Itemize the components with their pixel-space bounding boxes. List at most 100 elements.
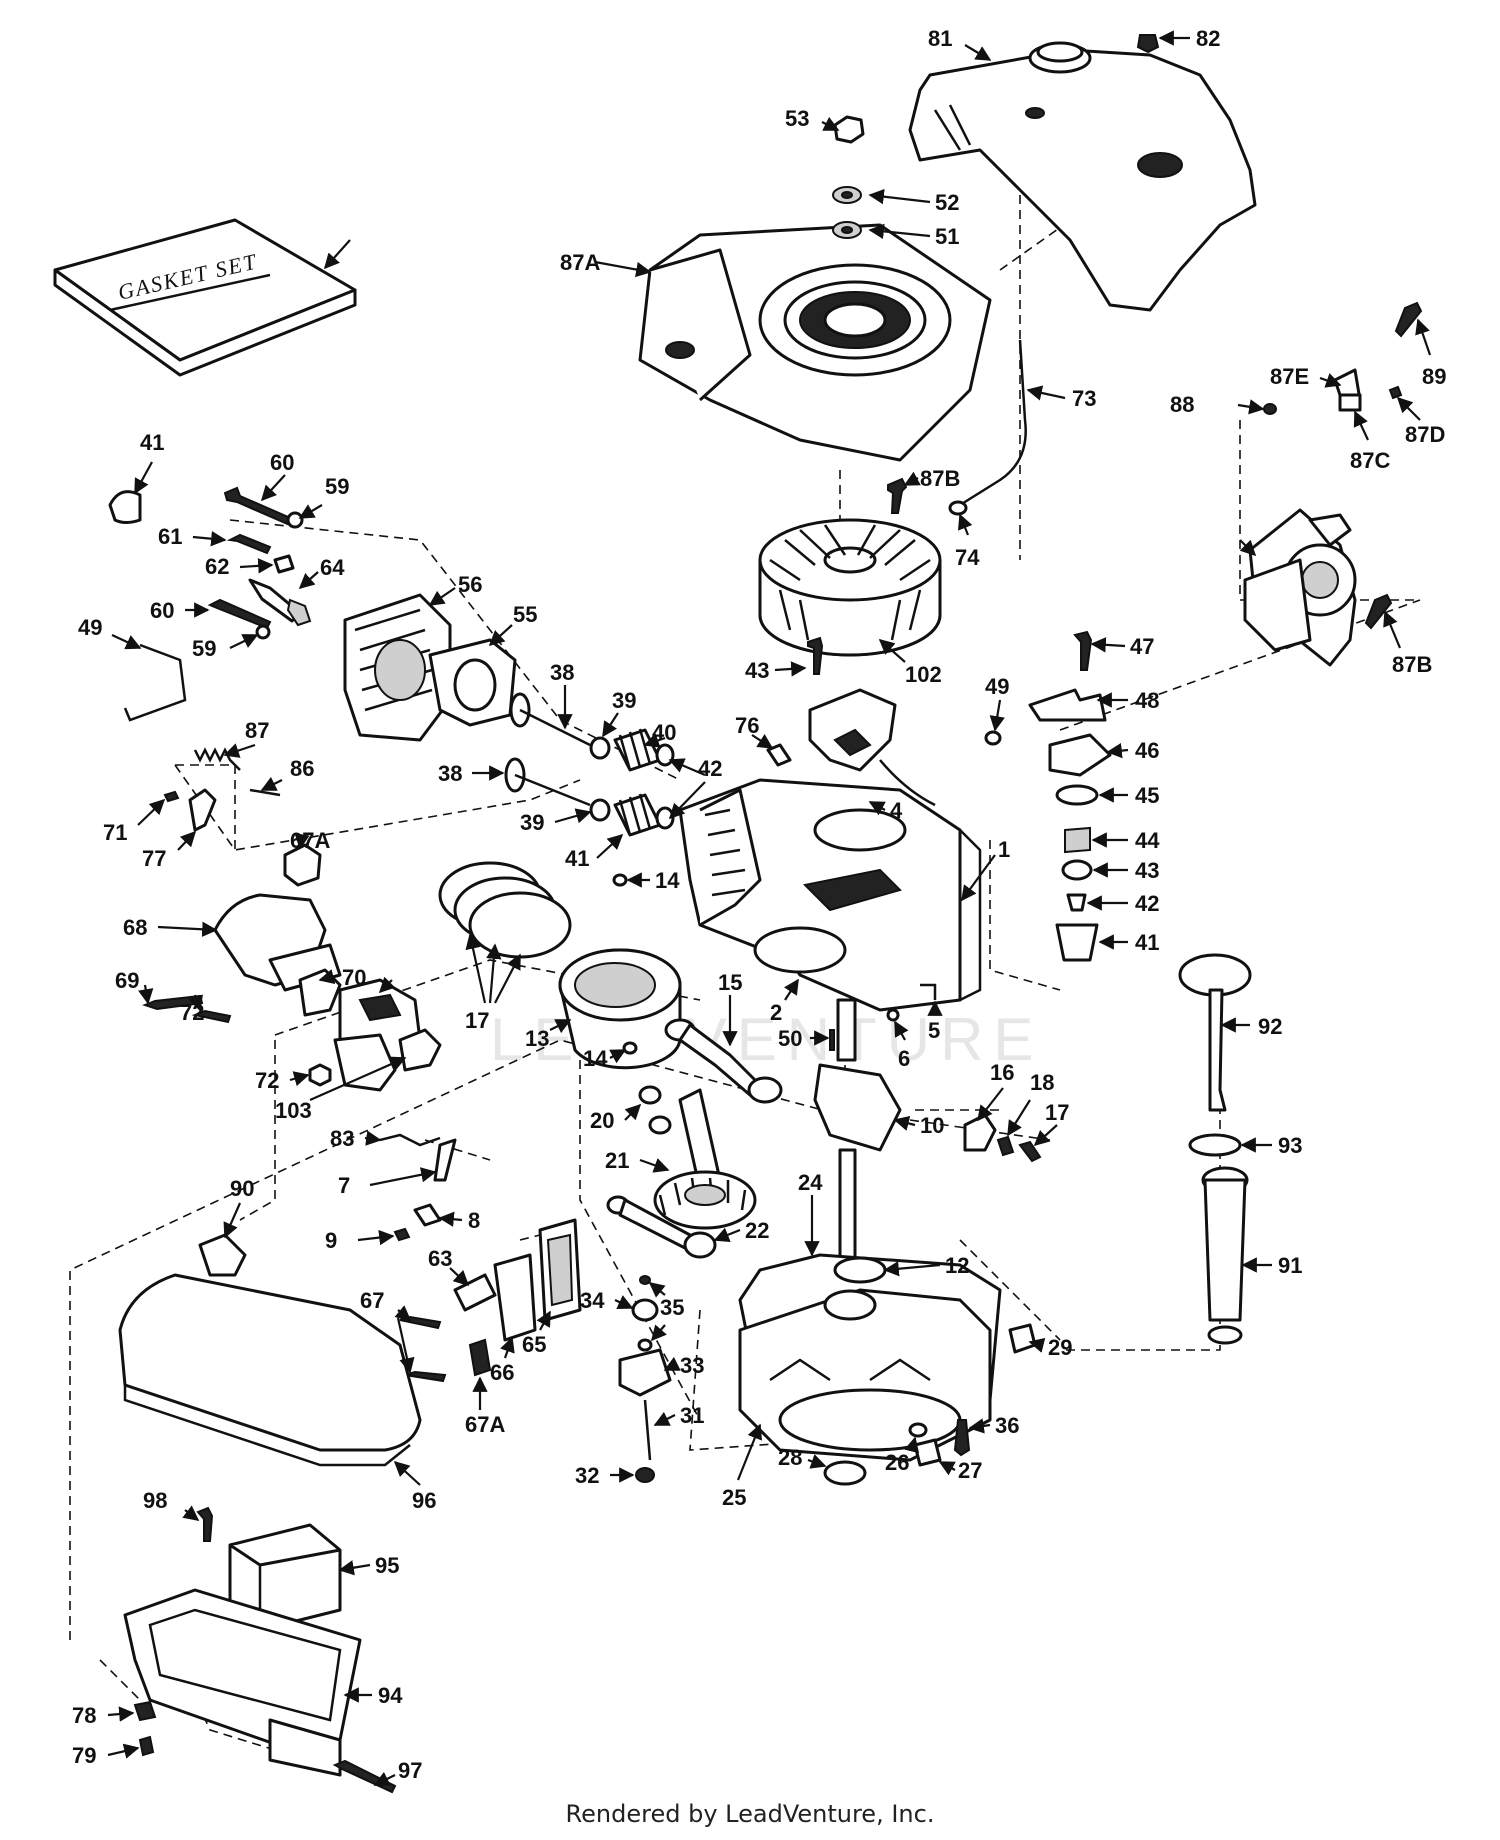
callout-60a: 60 xyxy=(270,450,294,475)
screw-72b xyxy=(191,1009,232,1024)
clip-51 xyxy=(984,730,1002,746)
callout-37: 38 xyxy=(438,761,462,786)
rod-cap xyxy=(963,1113,997,1152)
callout-29: 29 xyxy=(1048,1335,1072,1360)
callout-88: 90 xyxy=(230,1176,254,1201)
callout-14a: 14 xyxy=(655,868,680,893)
callout-36: 38 xyxy=(550,660,574,685)
air-cleaner-cover xyxy=(118,1273,422,1467)
callout-79: 79 xyxy=(72,1743,96,1768)
link-82 xyxy=(249,788,281,797)
nut-78 xyxy=(133,1700,157,1722)
callout-69: 68 xyxy=(123,915,147,940)
callout-87D: 88 xyxy=(1170,392,1194,417)
callout-52: 49 xyxy=(78,615,102,640)
callout-50: 48 xyxy=(1135,688,1159,713)
callout-94: 96 xyxy=(412,1488,436,1513)
fuel-tank-cover xyxy=(908,41,1257,312)
callout-83: 87 xyxy=(245,718,269,743)
callout-97: 103 xyxy=(275,1098,312,1123)
callout-90: 92 xyxy=(1258,1014,1282,1039)
callout-49: 47 xyxy=(1130,634,1154,659)
callout-17: 17 xyxy=(1045,1100,1069,1125)
ignition-module xyxy=(807,636,936,807)
callout-40: 42 xyxy=(698,756,722,781)
callout-9: 9 xyxy=(325,1228,337,1253)
callout-28: 28 xyxy=(778,1445,802,1470)
callout-71: 70 xyxy=(342,965,366,990)
footer-credit: Rendered by LeadVenture, Inc. xyxy=(565,1800,935,1828)
washer-45 xyxy=(1061,859,1093,881)
bolt-35 xyxy=(953,1419,971,1457)
callout-60b: 60 xyxy=(150,598,174,623)
screw-95 xyxy=(332,1759,397,1794)
callout-81: 83 xyxy=(330,1126,354,1151)
callout-67: 67 xyxy=(360,1288,384,1313)
callout-61: 61 xyxy=(158,524,182,549)
head-bolts xyxy=(207,486,312,640)
callout-35: 36 xyxy=(995,1413,1019,1438)
callout-59b: 59 xyxy=(192,636,216,661)
oil-fill-tube xyxy=(1201,1166,1249,1345)
callout-48: 46 xyxy=(1135,738,1159,763)
callout-87C: 87E xyxy=(1270,364,1309,389)
filter-46 xyxy=(1064,826,1091,854)
callout-55: 52 xyxy=(935,190,959,215)
callout-68: 67A xyxy=(290,828,330,853)
callout-43: 41 xyxy=(1135,930,1159,955)
callout-24: 24 xyxy=(798,1170,823,1195)
callout-18: 18 xyxy=(1030,1070,1054,1095)
callout-44: 42 xyxy=(1135,891,1159,916)
screw-87b xyxy=(1388,385,1403,400)
gasket-97 xyxy=(398,1028,442,1072)
callout-22: 22 xyxy=(745,1218,769,1243)
throttle-lever xyxy=(188,788,217,832)
screw-79 xyxy=(138,1735,155,1757)
callout-65: 65 xyxy=(522,1332,546,1357)
gasket-48 xyxy=(1048,733,1112,777)
callout-87: 87B xyxy=(1392,652,1432,677)
callout-92: 94 xyxy=(378,1683,403,1708)
governor-gear xyxy=(618,1275,672,1483)
callout-15: 17 xyxy=(465,1008,489,1033)
callout-99: 82 xyxy=(1196,26,1220,51)
gasket-47 xyxy=(1055,784,1099,806)
bolt-17 xyxy=(1018,1140,1042,1163)
timing-link xyxy=(606,1195,717,1259)
callout-10: 10 xyxy=(920,1113,944,1138)
callout-42: 41 xyxy=(140,430,164,455)
callout-77: 77 xyxy=(142,846,166,871)
callout-100: 102 xyxy=(905,662,942,687)
valves xyxy=(504,692,591,807)
oil-seal-12 xyxy=(833,1256,887,1284)
callout-27: 27 xyxy=(958,1458,982,1483)
gasket-set-card: GASKET SET xyxy=(53,218,357,377)
callout-41: 43 xyxy=(745,658,769,683)
callout-89: 91 xyxy=(1278,1253,1302,1278)
callout-66: 66 xyxy=(490,1360,514,1385)
callout-33: 34 xyxy=(580,1288,605,1313)
callout-87B: 87D xyxy=(1405,422,1445,447)
nut-73 xyxy=(308,1063,332,1087)
o-ring-91 xyxy=(1188,1133,1242,1157)
spring-87a xyxy=(1338,393,1362,412)
fuel-line xyxy=(959,339,1027,507)
callout-56: 53 xyxy=(785,106,809,131)
clip-8 xyxy=(413,1203,442,1227)
callout-76: 76 xyxy=(735,713,759,738)
air-filter-element xyxy=(228,1523,342,1632)
screw-9 xyxy=(393,1227,411,1242)
piston-rings xyxy=(438,861,572,959)
recoil-starter xyxy=(1243,508,1357,667)
valve-springs xyxy=(589,728,675,837)
key-76 xyxy=(766,743,792,767)
callout-14b: 14 xyxy=(583,1046,608,1071)
cylinder-block xyxy=(678,778,982,1012)
camshaft xyxy=(638,1085,757,1230)
gasket-88 xyxy=(198,1233,247,1277)
callout-53: 50 xyxy=(778,1026,802,1051)
governor-link-52 xyxy=(123,643,187,722)
callout-46: 44 xyxy=(1135,828,1160,853)
callout-91: 93 xyxy=(1278,1133,1302,1158)
